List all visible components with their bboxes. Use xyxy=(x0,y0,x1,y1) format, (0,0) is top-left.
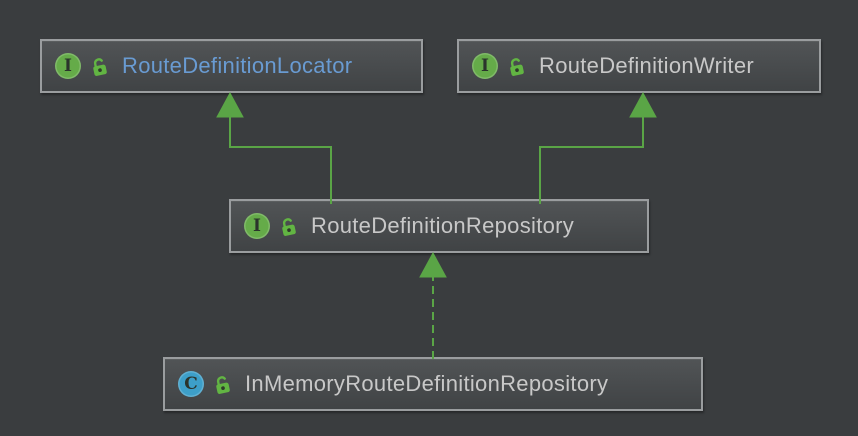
public-lock-icon xyxy=(93,57,107,76)
node-route-definition-repository[interactable]: I RouteDefinitionRepository xyxy=(229,199,649,253)
interface-icon-letter: I xyxy=(253,215,261,236)
node-label: RouteDefinitionWriter xyxy=(539,53,754,78)
edge-repository-extends-writer xyxy=(539,91,657,204)
public-lock-icon xyxy=(510,57,524,76)
arrowhead-implements-repository xyxy=(419,251,447,278)
node-label: InMemoryRouteDefinitionRepository xyxy=(245,371,609,396)
node-in-memory-route-definition-repository[interactable]: C InMemoryRouteDefinitionRepository xyxy=(163,357,703,411)
class-icon: C xyxy=(178,371,204,397)
interface-icon: I xyxy=(472,53,498,79)
public-lock-icon xyxy=(282,217,296,236)
public-lock-icon xyxy=(216,375,230,394)
arrowhead-extends-writer xyxy=(629,91,657,118)
interface-icon-letter: I xyxy=(64,55,72,76)
node-route-definition-locator[interactable]: I RouteDefinitionLocator xyxy=(40,39,423,93)
node-label: RouteDefinitionRepository xyxy=(311,213,575,238)
edge-repository-extends-locator xyxy=(216,91,332,204)
edge-inmemory-implements-repository xyxy=(419,251,447,359)
node-route-definition-writer[interactable]: I RouteDefinitionWriter xyxy=(457,39,821,93)
interface-icon-letter: I xyxy=(481,55,489,76)
interface-icon: I xyxy=(244,213,270,239)
arrowhead-extends-locator xyxy=(216,91,244,118)
interface-icon: I xyxy=(55,53,81,79)
node-label: RouteDefinitionLocator xyxy=(122,53,353,78)
class-icon-letter: C xyxy=(184,373,198,394)
